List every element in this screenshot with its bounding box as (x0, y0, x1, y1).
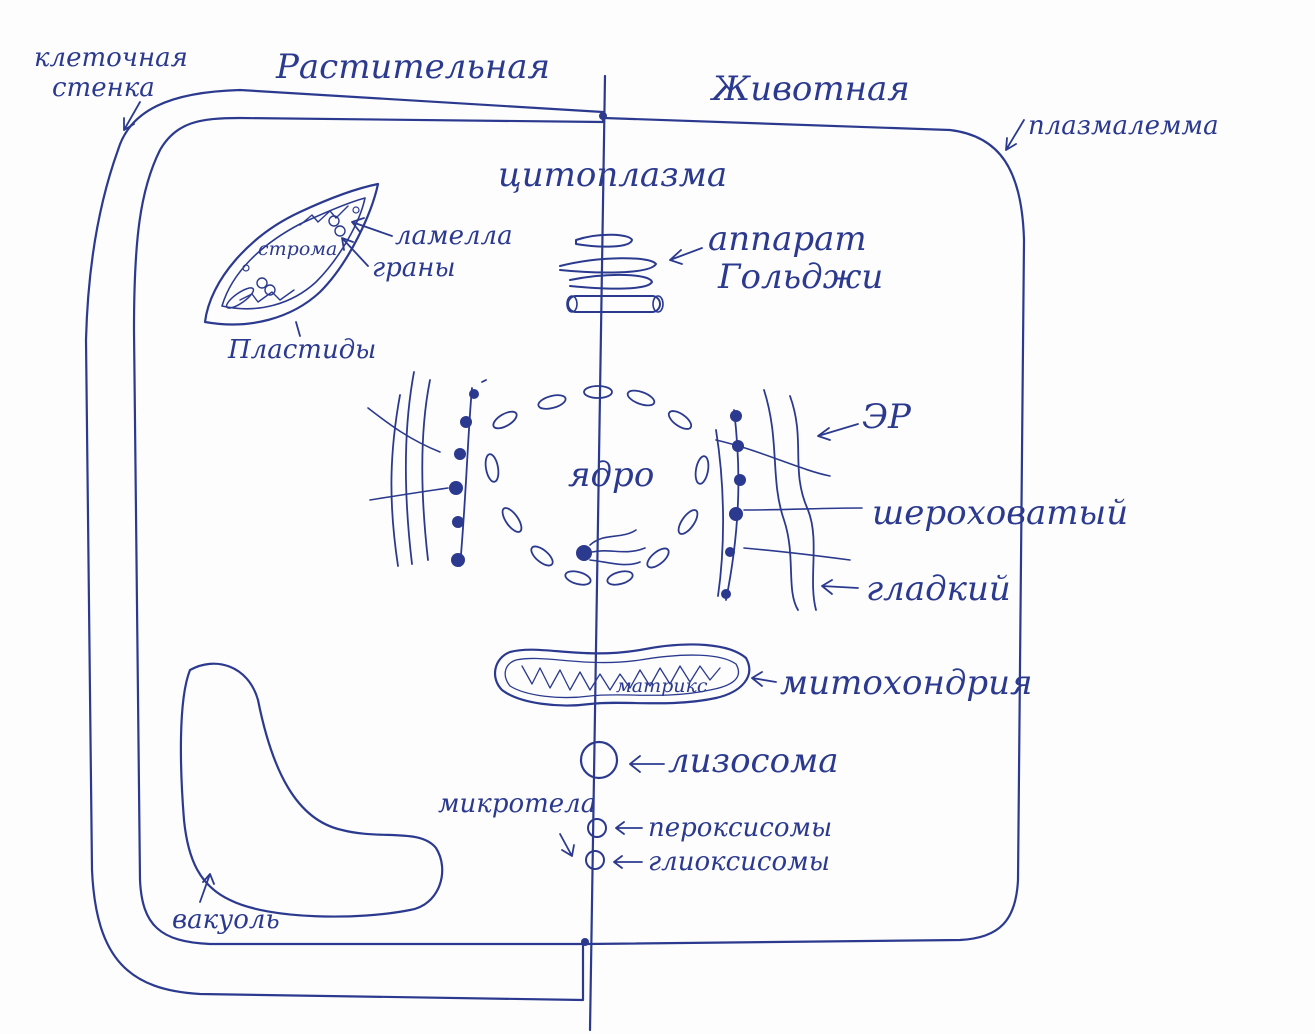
peroxisome (587, 818, 607, 838)
arrow-lysosome (629, 755, 665, 773)
label-nucleus: ядро (568, 455, 654, 495)
plastid (203, 182, 380, 326)
plant-cell-wall (84, 88, 605, 1002)
mitochondrion (493, 643, 751, 707)
animal-plasmalemma (584, 116, 1026, 946)
arrow-er (817, 423, 859, 441)
label-cell-wall-line2: стенка (52, 73, 155, 103)
nucleus (484, 385, 710, 586)
label-er: ЭР (862, 397, 912, 437)
label-er-rough: шероховатый (872, 493, 1128, 533)
label-cytoplasm: цитоплазма (498, 155, 727, 195)
label-matrix: матрикс (616, 675, 708, 697)
label-golgi-line1: аппарат (708, 219, 867, 259)
label-plasmalemma: плазмалемма (1028, 111, 1219, 141)
arrow-er-smooth (821, 579, 859, 595)
label-lamella: ламелла (395, 221, 513, 251)
arrow-cell-wall (123, 101, 141, 131)
arrow-plasmalemma (1005, 119, 1025, 151)
vacuole (179, 662, 444, 918)
arrow-grana (341, 237, 369, 267)
label-er-smooth: гладкий (866, 569, 1011, 609)
label-grana: граны (372, 253, 456, 283)
arrow-golgi (669, 247, 703, 265)
arrow-plastids (295, 321, 301, 337)
label-peroxisomes: пероксисомы (648, 813, 832, 843)
label-vacuole: вакуоль (172, 905, 280, 935)
arrow-lamella (351, 217, 393, 237)
title-plant: Растительная (275, 47, 550, 87)
arrow-peroxisomes (615, 821, 643, 835)
label-golgi-line2: Гольджи (717, 257, 883, 297)
label-microbodies: микротела (438, 789, 596, 819)
label-cell-wall-line1: клеточная (34, 43, 188, 73)
label-glyoxysomes: глиоксисомы (648, 847, 830, 877)
label-plastids: Пластиды (227, 335, 376, 365)
label-stroma: строма (258, 238, 337, 260)
divider-line (588, 74, 607, 1032)
arrow-mitochondria (751, 671, 777, 687)
arrow-vacuole (199, 873, 215, 903)
arrow-microbodies (559, 833, 575, 857)
label-lysosome: лизосома (668, 741, 839, 781)
er-animal-side (715, 389, 863, 611)
title-animal: Животная (709, 69, 910, 109)
lysosome (579, 740, 619, 780)
glyoxysome (585, 850, 605, 870)
label-mitochondria: митохондрия (780, 663, 1033, 703)
golgi-apparatus (559, 233, 664, 313)
er-plant-side (367, 371, 487, 567)
arrow-glyoxysomes (613, 855, 643, 869)
